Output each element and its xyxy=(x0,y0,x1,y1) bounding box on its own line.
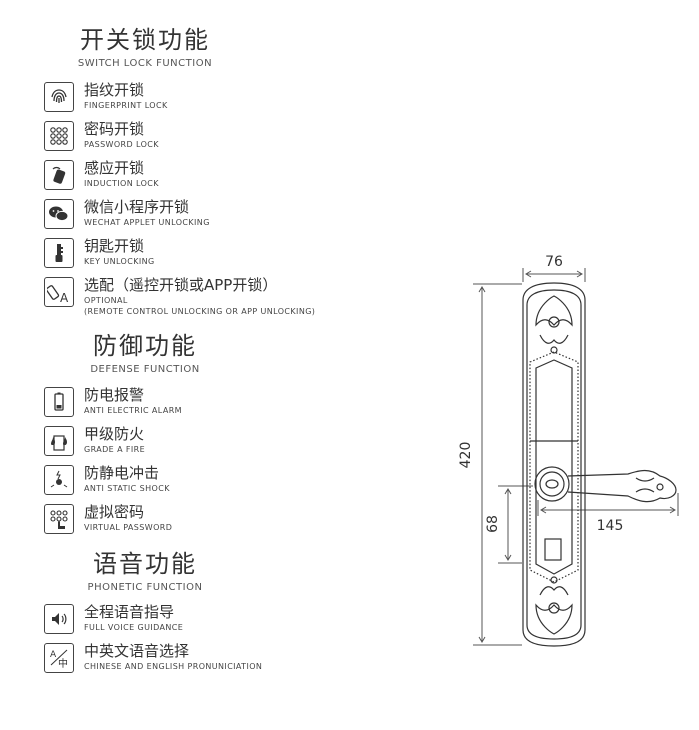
feature-label: 防静电冲击 xyxy=(84,464,160,482)
wechat-icon xyxy=(44,199,74,229)
static-icon xyxy=(44,465,74,495)
voice-section-header: 语音功能 PHONETIC FUNCTION xyxy=(0,550,290,593)
dim-145-label: 145 xyxy=(597,518,624,534)
switch-section-header: 开关锁功能 SWITCH LOCK FUNCTION xyxy=(0,26,290,69)
card-icon xyxy=(44,160,74,190)
feature-label: 全程语音指导 xyxy=(84,603,175,621)
dim-height-label: 420 xyxy=(458,442,474,469)
voice-section-title: 语音功能 xyxy=(93,550,197,578)
dim-width-label: 76 xyxy=(545,254,563,270)
svg-text:A: A xyxy=(60,291,69,304)
feature-label: 防电报警 xyxy=(84,386,145,404)
feature-sublabel: ANTI ELECTRIC ALARM xyxy=(84,406,182,415)
feature-sublabel: VIRTUAL PASSWORD xyxy=(84,523,173,532)
voice-section-subtitle: PHONETIC FUNCTION xyxy=(87,582,203,593)
feature-sublabel: CHINESE AND ENGLISH PRONUNICIATION xyxy=(84,662,263,671)
feature-sublabel: OPTIONAL xyxy=(84,296,128,305)
key-icon xyxy=(44,238,74,268)
feature-sublabel: KEY UNLOCKING xyxy=(84,257,155,266)
feature-label: 密码开锁 xyxy=(84,120,145,138)
feature-label: 中英文语音选择 xyxy=(84,642,190,660)
feature-label: 微信小程序开锁 xyxy=(84,198,190,216)
remote-app-icon: A xyxy=(44,277,74,307)
feature-sublabel: FULL VOICE GUIDANCE xyxy=(84,623,184,632)
keypad-icon xyxy=(44,121,74,151)
feature-label: 选配（遥控开锁或APP开锁） xyxy=(84,276,278,294)
feature-label: 虚拟密码 xyxy=(84,503,145,521)
feature-sublabel: ANTI STATIC SHOCK xyxy=(84,484,170,493)
defense-section-title: 防御功能 xyxy=(93,332,197,360)
feature-label: 感应开锁 xyxy=(84,159,145,177)
switch-section-title: 开关锁功能 xyxy=(80,26,210,54)
feature-sublabel: GRADE A FIRE xyxy=(84,445,146,454)
switch-section-subtitle: SWITCH LOCK FUNCTION xyxy=(77,58,213,69)
virtual-keypad-icon xyxy=(44,504,74,534)
defense-section-subtitle: DEFENSE FUNCTION xyxy=(90,364,200,375)
feature-sublabel: FINGERPRINT LOCK xyxy=(84,101,168,110)
defense-section-header: 防御功能 DEFENSE FUNCTION xyxy=(0,332,290,375)
svg-text:A: A xyxy=(50,650,57,660)
feature-sublabel: WECHAT APPLET UNLOCKING xyxy=(84,218,210,227)
feature-sublabel-detail: (REMOTE CONTROL UNLOCKING OR APP UNLOCKI… xyxy=(84,307,316,316)
feature-label: 指纹开锁 xyxy=(84,81,145,99)
feature-sublabel: INDUCTION LOCK xyxy=(84,179,159,188)
feature-label: 甲级防火 xyxy=(84,425,145,443)
feature-sublabel: PASSWORD LOCK xyxy=(84,140,159,149)
speaker-icon xyxy=(44,604,74,634)
dim-68-label: 68 xyxy=(485,515,501,533)
fingerprint-icon xyxy=(44,82,74,112)
fire-icon xyxy=(44,426,74,456)
svg-text:中: 中 xyxy=(58,657,68,669)
feature-label: 钥匙开锁 xyxy=(84,237,145,255)
battery-icon xyxy=(44,387,74,417)
